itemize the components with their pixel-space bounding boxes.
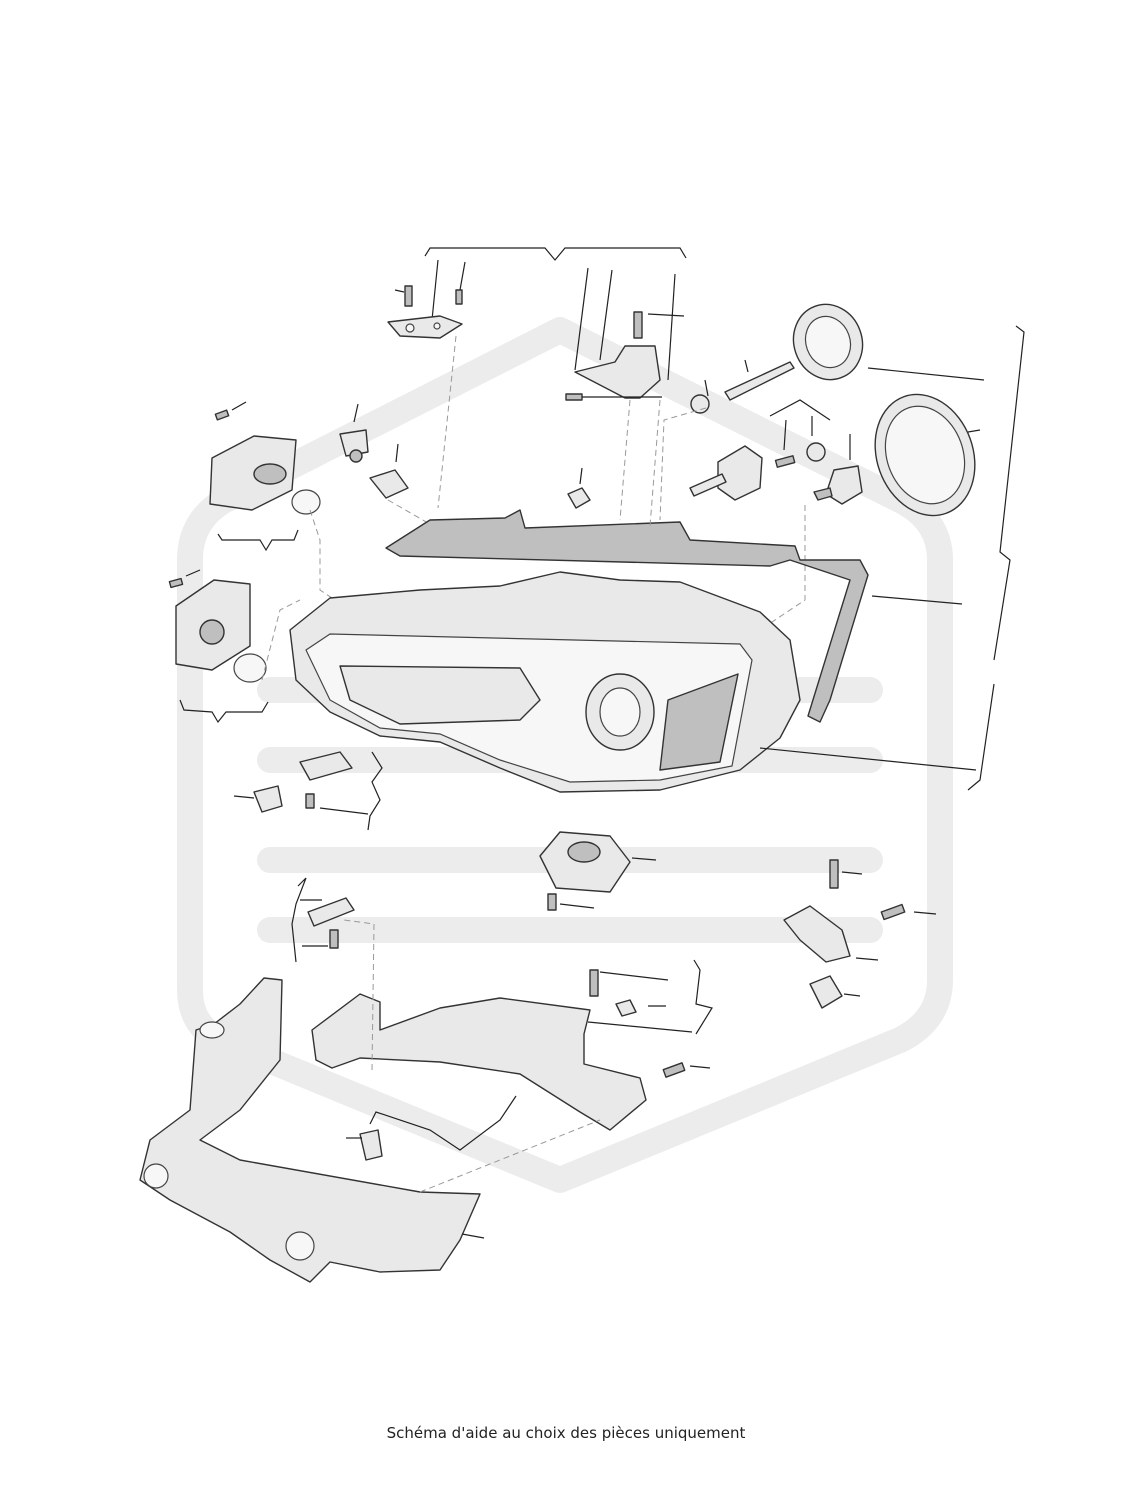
sensor-icon — [291, 877, 355, 963]
retaining-clip-icon — [369, 443, 441, 531]
ballast-control-unit-icon — [168, 569, 301, 724]
mounting-bracket-icon — [387, 285, 463, 339]
xenon-igniter-icon — [539, 831, 657, 911]
support-frame-icon — [311, 959, 713, 1131]
ballast-control-unit-icon — [209, 401, 336, 601]
upper-seal-strip-icon — [385, 509, 963, 723]
level-sensor-icon — [233, 751, 383, 831]
adjuster-screw-icon — [690, 359, 795, 414]
sensor-cable-icon — [346, 1095, 517, 1161]
screw-icon — [774, 442, 826, 468]
right-group-bracket — [967, 325, 1025, 791]
headlight-housing-icon — [289, 571, 977, 793]
connection-lines — [437, 335, 707, 527]
disclaimer-caption: Schéma d'aide au choix des pièces unique… — [386, 1424, 746, 1442]
carrier-bracket-icon — [139, 919, 601, 1283]
mounting-bracket-icon — [783, 859, 937, 1009]
rear-cover-cap-large-icon — [874, 393, 981, 517]
plug-icon — [567, 467, 591, 509]
adjuster-bracket-icon — [565, 311, 685, 401]
adjuster-motor-icon — [689, 399, 831, 501]
bulb-icon — [339, 403, 369, 463]
bulb-icon — [759, 434, 863, 631]
top-group-bracket — [424, 247, 687, 381]
rear-cover-cap-icon — [792, 303, 985, 381]
